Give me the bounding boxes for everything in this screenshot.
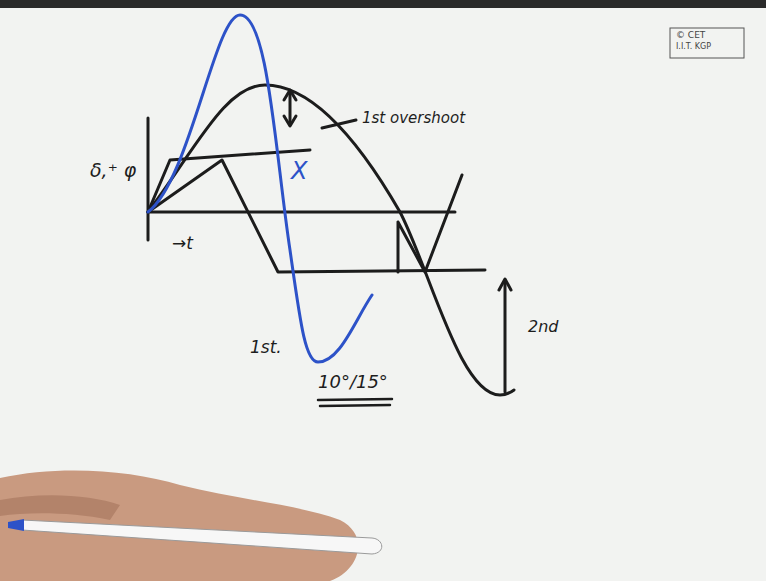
annotation: 2nd xyxy=(528,318,558,336)
annotation: X xyxy=(291,158,307,184)
marker-pen xyxy=(22,520,382,554)
fast-response-curve xyxy=(148,15,372,362)
stamp-box xyxy=(670,28,744,58)
overshoot-arrow xyxy=(289,92,292,124)
reference-line xyxy=(148,150,310,212)
overshoot-arrow xyxy=(504,282,507,392)
annotation: 1st. xyxy=(250,338,282,357)
leader-line xyxy=(322,120,356,128)
watermark: I.I.T. KGP xyxy=(676,43,711,52)
trapezoid-wave xyxy=(148,160,485,272)
arrow-head xyxy=(284,90,296,126)
axis-label: δ,⁺ φ xyxy=(90,160,136,181)
axis-label: →t xyxy=(172,234,193,253)
y-axis xyxy=(147,118,150,240)
marker-tip xyxy=(8,519,24,531)
arrow-head xyxy=(499,279,511,290)
underline xyxy=(318,399,392,400)
x-axis xyxy=(148,211,455,214)
top-bar xyxy=(0,0,766,8)
hand-shadow xyxy=(0,495,120,520)
response-curve xyxy=(148,85,514,395)
trapezoid-wave xyxy=(398,175,462,272)
annotation: 1st overshoot xyxy=(362,110,465,127)
underline xyxy=(320,405,390,406)
angle-value: 10°/15° xyxy=(318,372,388,392)
watermark: © CET xyxy=(676,31,705,41)
